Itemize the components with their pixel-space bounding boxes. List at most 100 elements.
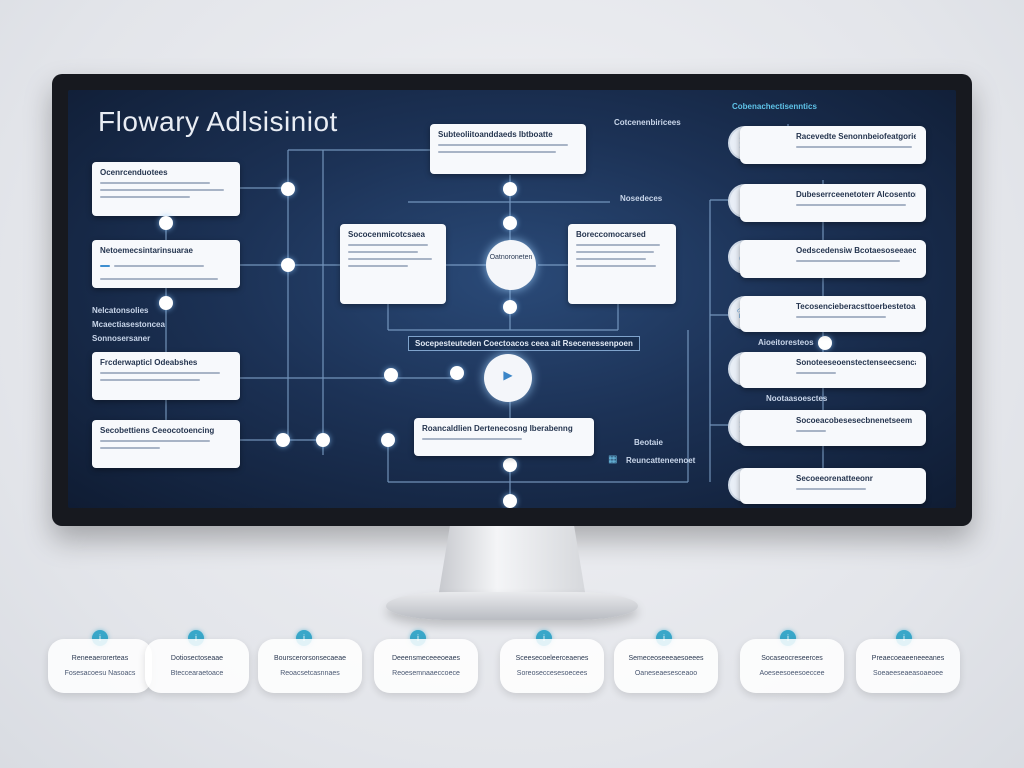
mid-left-card[interactable]: Sococenmicotcsaea (340, 224, 446, 304)
left-card-2-title: Netoemecsintarinsuarae (100, 246, 193, 255)
flow-node[interactable] (281, 258, 295, 272)
flow-node[interactable] (381, 433, 395, 447)
text-line (348, 251, 418, 253)
flow-node[interactable] (503, 216, 517, 230)
flow-node[interactable] (503, 300, 517, 314)
center-banner: Socepesteuteden Coectoacos ceea ait Rsec… (408, 336, 640, 351)
text-line (100, 372, 220, 374)
flow-node[interactable] (159, 296, 173, 310)
flow-node[interactable] (450, 366, 464, 380)
left-label-3: Sonnosersaner (92, 334, 151, 343)
center-bottom-card[interactable]: Roancaldlien Dertenecosng Iberabenng (414, 418, 594, 456)
left-card-2[interactable]: Netoemecsintarinsuarae (92, 240, 240, 288)
right-card-4-title: Tecosencieberacsttoerbestetoarecseecs (796, 302, 916, 311)
left-label-1: Nelcatonsolies (92, 306, 149, 315)
right-card-6[interactable]: Socoeacobesesecbnenetseem (740, 410, 926, 446)
monitor-stand-base (386, 592, 638, 620)
text-line (576, 265, 656, 267)
pill-7[interactable]: Socaseocreseerces Aoeseesoeesoeccee (740, 639, 844, 693)
right-card-2[interactable]: Dubeserrceenetoterr Alcosentonogeces (740, 184, 926, 222)
left-card-3-title: Frcderwapticl Odeabshes (100, 358, 198, 367)
pill-6-title: Semeceoseeeaesoeees (628, 655, 704, 662)
flow-node[interactable] (281, 182, 295, 196)
left-card-3[interactable]: Frcderwapticl Odeabshes (92, 352, 240, 400)
pill-8-sub: Soeaeeseaeasoaeoee (872, 670, 944, 677)
text-line (100, 278, 218, 280)
right-card-5-title: Sonoteeseoenstectenseecsencaeoe (796, 358, 916, 367)
right-label-2: Nootaasoesctes (766, 394, 828, 403)
flow-node[interactable] (503, 494, 517, 508)
pill-5-title: Sceesecoeleerceaenes (515, 655, 589, 662)
left-card-1[interactable]: Ocenrcenduotees (92, 162, 240, 216)
pill-1-title: Reneeaerorerteas (71, 655, 129, 662)
right-card-3[interactable]: Oedscedensiw Bcotaesoseeaeccessenplds (740, 240, 926, 278)
pill-2[interactable]: Dotiosectoseaae Bteccearaetoace (145, 639, 249, 693)
right-card-6-title: Socoeacobesesecbnenetseem (796, 416, 913, 425)
left-card-1-title: Ocenrcenduotees (100, 168, 168, 177)
pill-1-sub: Fosesacoesu Nasoacs (64, 670, 136, 677)
text-line (100, 447, 160, 449)
text-line (100, 379, 200, 381)
text-line (796, 372, 836, 374)
text-line (100, 196, 190, 198)
flow-node[interactable] (316, 433, 330, 447)
left-card-4-title: Secobettiens Ceeocotoencing (100, 426, 215, 435)
text-line (576, 258, 646, 260)
flow-node[interactable] (276, 433, 290, 447)
right-card-3-title: Oedscedensiw Bcotaesoseeaeccessenplds (796, 246, 916, 255)
center-top-card[interactable]: Subteoliitoanddaeds Ibtboatte (430, 124, 586, 174)
pill-8-title: Preaecoeaeeneeeanes (871, 655, 945, 662)
flow-node[interactable] (818, 336, 832, 350)
text-line (100, 440, 210, 442)
pill-4-title: Deeensmeceeeoeaes (391, 655, 461, 662)
pill-7-sub: Aoeseesoeesoeccee (759, 670, 825, 677)
page-title: Flowary Adlsisiniot (98, 106, 338, 137)
left-card-4[interactable]: Secobettiens Ceeocotoencing (92, 420, 240, 468)
pill-6-sub: Oaneseaesesceaoo (634, 670, 698, 677)
pill-7-title: Socaseocreseerces (761, 655, 823, 662)
pill-2-title: Dotiosectoseaae (170, 655, 224, 662)
right-card-4[interactable]: Tecosencieberacsttoerbestetoarecseecs (740, 296, 926, 332)
mid-left-card-title: Sococenmicotcsaea (348, 230, 425, 239)
center-top-card-title: Subteoliitoanddaeds Ibtboatte (438, 130, 553, 139)
grid-icon: ▦ (608, 454, 618, 465)
right-card-1-title: Racevedte Senonnbeiofeatgorienn (796, 132, 916, 141)
pill-5[interactable]: Sceesecoeleerceaenes Soreoseccesesoecees (500, 639, 604, 693)
text-line (576, 244, 660, 246)
center-top-label: Cotcenenbiricees (614, 118, 681, 127)
left-label-2: Mcaectiasestoncea (92, 320, 165, 329)
top-note: Cobenachectisenntics (732, 102, 817, 111)
text-line (100, 189, 224, 191)
hub-label: Oatnoroneten (489, 254, 533, 261)
mid-right-card-title: Boreccomocarsed (576, 230, 646, 239)
text-line (796, 146, 912, 148)
flow-node[interactable] (503, 458, 517, 472)
right-card-5[interactable]: Sonoteeseoenstectenseecsencaeoe (740, 352, 926, 388)
pill-6[interactable]: Semeceoseeeaesoeees Oaneseaesesceaoo (614, 639, 718, 693)
right-card-7-title: Secoeeorenatteeonr (796, 474, 873, 483)
pill-3[interactable]: Bourscerorsonsecaeae Reoacsetcasnnaes (258, 639, 362, 693)
pill-4[interactable]: Deeensmeceeeoeaes Reoesemnaaeccoece (374, 639, 478, 693)
bottom-label-2: Reuncatteneenoet (626, 456, 696, 465)
right-card-2-title: Dubeserrceenetoterr Alcosentonogeces (796, 190, 916, 199)
flow-node[interactable] (159, 216, 173, 230)
play-icon[interactable]: ▶ (484, 354, 532, 402)
text-line (438, 144, 568, 146)
text-line (796, 430, 826, 432)
right-card-1[interactable]: Racevedte Senonnbeiofeatgorienn (740, 126, 926, 164)
text-line (438, 151, 556, 153)
pill-1[interactable]: Reneeaerorerteas Fosesacoesu Nasoacs (48, 639, 152, 693)
bottom-label-1: Beotaie (634, 438, 663, 447)
center-hub[interactable]: Oatnoroneten (486, 240, 536, 290)
text-line (796, 488, 866, 490)
mid-right-card[interactable]: Boreccomocarsed (568, 224, 676, 304)
pill-8[interactable]: Preaecoeaeeneeeanes Soeaeeseaeasoaeoee (856, 639, 960, 693)
text-line (796, 260, 900, 262)
monitor-screen: Flowary Adlsisiniot Cobenachectisenntics… (68, 90, 956, 508)
text-line (348, 265, 408, 267)
text-line (114, 265, 204, 268)
text-line (100, 182, 210, 184)
right-card-7[interactable]: Secoeeorenatteeonr (740, 468, 926, 504)
flow-node[interactable] (384, 368, 398, 382)
flow-node[interactable] (503, 182, 517, 196)
